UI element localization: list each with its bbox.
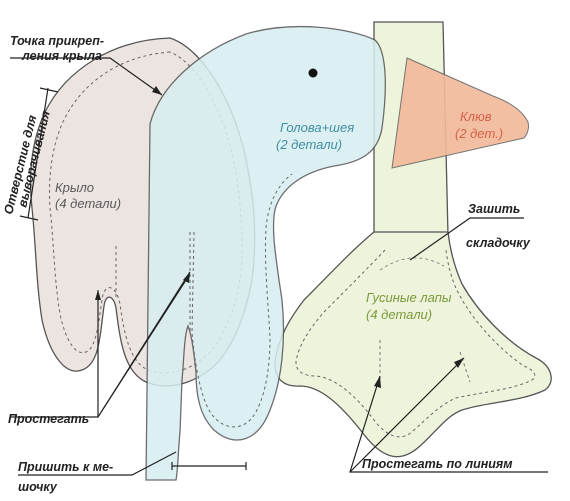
quilt-lines-label: Простегать по линиям <box>362 457 513 471</box>
opening-bracket-bottom <box>19 215 39 221</box>
wing-label-1: Крыло <box>55 180 94 195</box>
head-label-2: (2 детали) <box>276 137 342 152</box>
feet-fold-dash <box>379 257 445 271</box>
quilt-lines-leader <box>349 357 548 473</box>
quilt-arrow-1 <box>95 290 101 300</box>
head-neck-shape <box>145 26 386 481</box>
quilt-label: Простегать <box>8 412 89 426</box>
sew-bag-label-2: шочку <box>18 480 58 494</box>
wing-point-arrow <box>152 86 162 95</box>
beak-label-1: Клюв <box>460 109 492 124</box>
quilt-lines-arrow-2 <box>454 358 464 368</box>
wing-point-leader <box>10 57 163 96</box>
sew-fold-leader <box>409 217 524 261</box>
opening-bracket-top <box>39 87 59 93</box>
wing-point-label-2: ления крыла <box>21 49 102 63</box>
wing-point-label-1: Точка прикреп- <box>10 34 104 48</box>
toe-line-2 <box>459 351 471 383</box>
quilt-leader <box>10 271 191 418</box>
wing-label-2: (4 детали) <box>55 196 121 211</box>
head-label-1: Голова+шея <box>280 120 354 135</box>
feet-stitch-line <box>295 249 536 438</box>
sew-fold-label-1: Зашить <box>468 202 520 216</box>
beak-shape <box>391 57 529 169</box>
head-stitch-line <box>191 173 293 428</box>
beak-label-2: (2 дет.) <box>455 126 503 141</box>
sew-bag-leader <box>18 451 177 476</box>
quilt-arrow-2 <box>183 272 190 283</box>
feet-label-1: Гусиные лапы <box>366 290 452 305</box>
quilt-lines-arrow-1 <box>374 376 381 388</box>
goose-feet-shape <box>274 231 552 458</box>
goose-eye <box>308 68 318 78</box>
feet-label-2: (4 детали) <box>366 307 432 322</box>
opening-bracket <box>27 87 49 219</box>
sew-bag-label-1: Пришить к ме- <box>18 460 113 474</box>
sew-bag-marker <box>171 462 247 470</box>
sew-fold-label-2: складочку <box>466 236 531 250</box>
